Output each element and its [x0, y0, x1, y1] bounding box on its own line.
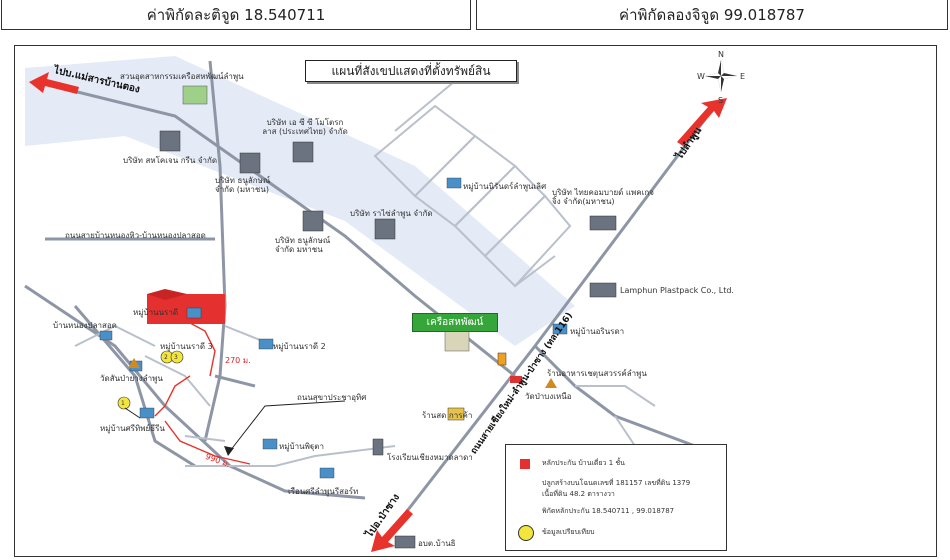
legend-coords: พิกัดหลักประกัน 18.540711 , 99.018787: [542, 507, 675, 515]
place-company-4: บริษัท ธนูลักษณ์ จำกัด มหาชน: [275, 236, 331, 254]
comparable-label-3: 3: [174, 354, 178, 361]
temple-icon: [128, 358, 140, 368]
map-frame: แผนที่สังเขปแสดงที่ตั้งทรัพย์สิน เครือสห…: [14, 45, 937, 557]
house-icon: [186, 307, 202, 319]
route-990m: [154, 375, 191, 417]
place-temple-1: วัดสันป่ายางลำพูน: [100, 374, 163, 383]
place-shop-1: ร้านอาหารเชตุนสวรรค์ลำพูน: [547, 369, 647, 378]
house-icon: [262, 438, 278, 450]
comparable-label-2: 2: [164, 354, 168, 361]
longitude-text: ค่าพิกัดลองจิจูด 99.018787: [619, 5, 805, 24]
road-east: [533, 344, 696, 448]
dimension-arrow: [229, 400, 346, 452]
place-gov: อบต.บ้านธิ: [418, 539, 456, 548]
arrow-northeast: [677, 98, 727, 146]
place-school: โรงเรียนเชียงหมาดลาดา: [387, 453, 473, 462]
place-village-6: หมู่บ้านศรีทิพย์ธีรีน: [100, 424, 165, 433]
legend-plot-line2: ปลูกสร้างบนโฉนดเลขที่ 181157 เลขที่ดิน 1…: [542, 479, 691, 487]
house-icon: [446, 177, 462, 189]
place-company-1: บริษัท สหโคเจน กรีน จำกัด: [123, 156, 218, 165]
building-icon: [372, 438, 384, 456]
legend-plot-line3: เนื้อที่ดิน 48.2 ตารางวา: [542, 490, 615, 498]
place-village-7: หมู่บ้านพิฐุตา: [279, 442, 324, 451]
route-bottom: [164, 420, 251, 465]
latitude-box: ค่าพิกัดละติจูด 18.540711: [1, 0, 471, 30]
route-lines: [154, 322, 251, 465]
place-village-2: หมู่บ้านนราดี: [133, 308, 179, 317]
building-icon: [302, 210, 324, 232]
place-village-3: หมู่บ้านนราดี 2: [273, 342, 326, 351]
market-photo-icon: [444, 330, 470, 352]
map-canvas: [24, 56, 737, 552]
arrow-northwest: [29, 72, 79, 94]
temple-icon: [545, 378, 557, 388]
place-shop-2: ร้านสด การค้า: [422, 411, 473, 420]
house-icon: [99, 330, 113, 341]
house-icon: [139, 407, 155, 419]
place-company-5: บริษัท ราไซ่ลำพูน จำกัด: [350, 209, 433, 218]
building-icon: [239, 152, 261, 174]
comparable-1: [117, 396, 131, 410]
road-label-rong: ถนนสุขาประชาอุทิศ: [297, 393, 367, 402]
compass-w: W: [697, 72, 705, 81]
compass: [705, 60, 737, 92]
comparable-label-1: 1: [121, 400, 125, 407]
compass-e: E: [740, 72, 746, 81]
legend-plot-swatch: [520, 459, 530, 469]
route-270m: [189, 322, 216, 377]
place-company-6: บริษัท ไทยคอมบายด์ แพคเกจจิ้ง จำกัด(มหาช…: [552, 188, 654, 206]
building-icon: [589, 215, 617, 231]
property-plot: [147, 294, 225, 324]
compass-n: N: [718, 50, 724, 59]
place-company-7: Lamphun Plastpack Co., Ltd.: [620, 286, 734, 295]
building-icon: [374, 218, 396, 240]
misc-icons: [128, 85, 557, 421]
place-village-4: หมู่บ้านนราดี 3: [160, 342, 213, 351]
shop-icon: [447, 407, 465, 421]
legend-plot-title: หลักประกัน บ้านเดี่ยว 1 ชั้น: [542, 459, 625, 467]
map-title: แผนที่สังเขปแสดงที่ตั้งทรัพย์สิน: [305, 60, 517, 82]
place-park: สวนอุตสาหกรรมเครือสหพัฒน์ลำพูน: [120, 72, 244, 81]
car-icon: [510, 376, 522, 383]
industrial-corridor: [25, 56, 575, 346]
building-icon: [159, 130, 181, 152]
house-icon: [319, 467, 335, 479]
minor-roads: [74, 80, 656, 467]
compass-s: S: [718, 96, 724, 105]
place-ban-nong: บ้านหนองปลาสอด: [53, 321, 117, 330]
park-icon: [182, 85, 208, 105]
place-village-5: หมู่บ้านอรินรดา: [570, 327, 625, 336]
legend: หลักประกัน บ้านเดี่ยว 1 ชั้น ปลูกสร้างบน…: [505, 444, 727, 551]
latitude-text: ค่าพิกัดละติจูด 18.540711: [146, 5, 326, 24]
place-company-2: บริษัท เอ ซี ซี โมโตรกลาส (ประเทศไทย) จำ…: [262, 118, 348, 136]
building-icon: [292, 141, 314, 163]
comparable-3: [170, 350, 184, 364]
factory-icons: [159, 130, 617, 549]
place-resort: เรือนศรีลำพูนรีสอร์ท: [288, 487, 359, 496]
signal-icon: [497, 352, 507, 366]
road-rong: [214, 374, 256, 388]
place-village-1: หมู่บ้านนิรันดร์ลำพูนเลิศ: [463, 182, 547, 191]
distance-270: 270 ม.: [225, 356, 251, 365]
legend-comparable: ข้อมูลเปรียบเทียบ: [542, 528, 595, 536]
legend-comparable-swatch: [518, 525, 534, 541]
building-icon: [394, 535, 416, 549]
longitude-box: ค่าพิกัดลองจิจูด 99.018787: [476, 0, 948, 30]
house-icon: [552, 323, 568, 335]
market-label: เครือสหพัฒน์: [412, 313, 498, 332]
arrow-southwest: [371, 509, 413, 552]
road-label-ban-nong-hiw: ถนนสายบ้านหนองหิว-บ้านหนองปลาสอด: [65, 231, 206, 240]
place-temple-2: วัดป่าบงเหนือ: [525, 392, 572, 401]
place-company-3: บริษัท ธนูลักษณ์ จำกัด (มหาชน): [215, 176, 271, 194]
house-icon: [258, 338, 274, 350]
building-icon: [589, 282, 617, 298]
